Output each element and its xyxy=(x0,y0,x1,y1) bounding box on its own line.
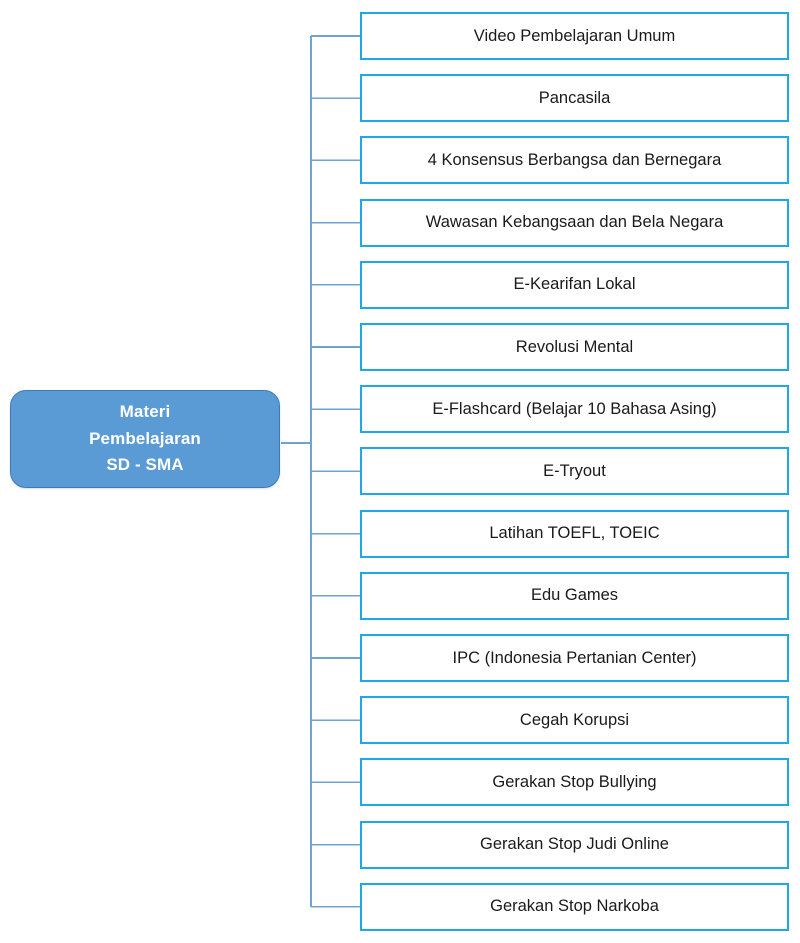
branch-node[interactable]: 4 Konsensus Berbangsa dan Bernegara xyxy=(360,136,789,185)
branch-node-label: Revolusi Mental xyxy=(515,337,634,356)
branch-node[interactable]: E-Flashcard (Belajar 10 Bahasa Asing) xyxy=(360,385,789,434)
branch-node[interactable]: E-Kearifan Lokal xyxy=(360,260,789,309)
branch-node[interactable]: Revolusi Mental xyxy=(360,323,789,371)
branch-node-label: Gerakan Stop Narkoba xyxy=(490,897,659,916)
branch-node[interactable]: Edu Games xyxy=(360,571,789,620)
branch-node[interactable]: Wawasan Kebangsaan dan Bela Negara xyxy=(360,198,789,247)
branch-node-label: Edu Games xyxy=(530,586,619,605)
branch-node-label: Latihan TOEFL, TOEIC xyxy=(489,524,660,543)
branch-node-label: Cegah Korupsi xyxy=(519,710,630,729)
branch-node[interactable]: E-Tryout xyxy=(360,447,789,496)
branch-node-label: E-Tryout xyxy=(543,461,606,480)
branch-node[interactable]: Latihan TOEFL, TOEIC xyxy=(360,509,789,558)
branch-node-label: Video Pembelajaran Umum xyxy=(473,26,676,45)
branch-node-label: Wawasan Kebangsaan dan Bela Negara xyxy=(425,213,724,232)
branch-node[interactable]: Cegah Korupsi xyxy=(360,696,789,745)
branch-node-label: Pancasila xyxy=(538,88,611,107)
branch-node[interactable]: Pancasila xyxy=(360,74,789,123)
branch-node[interactable]: Video Pembelajaran Umum xyxy=(360,12,789,60)
branch-node-label: 4 Konsensus Berbangsa dan Bernegara xyxy=(427,150,722,169)
branch-node[interactable]: Gerakan Stop Bullying xyxy=(360,758,789,807)
branch-node-label: E-Kearifan Lokal xyxy=(513,275,636,294)
branch-node-label: Gerakan Stop Bullying xyxy=(492,772,657,791)
branch-node-label: Gerakan Stop Judi Online xyxy=(480,835,669,854)
branch-node[interactable]: Gerakan Stop Judi Online xyxy=(360,820,789,869)
branch-node-label: E-Flashcard (Belajar 10 Bahasa Asing) xyxy=(432,399,717,418)
root-node-label: Materi Pembelajaran SD - SMA xyxy=(89,402,201,475)
branch-node-label: IPC (Indonesia Pertanian Center) xyxy=(452,648,697,667)
root-node[interactable]: Materi Pembelajaran SD - SMA xyxy=(10,390,280,488)
branch-node[interactable]: IPC (Indonesia Pertanian Center) xyxy=(360,634,789,682)
branch-node[interactable]: Gerakan Stop Narkoba xyxy=(360,882,789,931)
